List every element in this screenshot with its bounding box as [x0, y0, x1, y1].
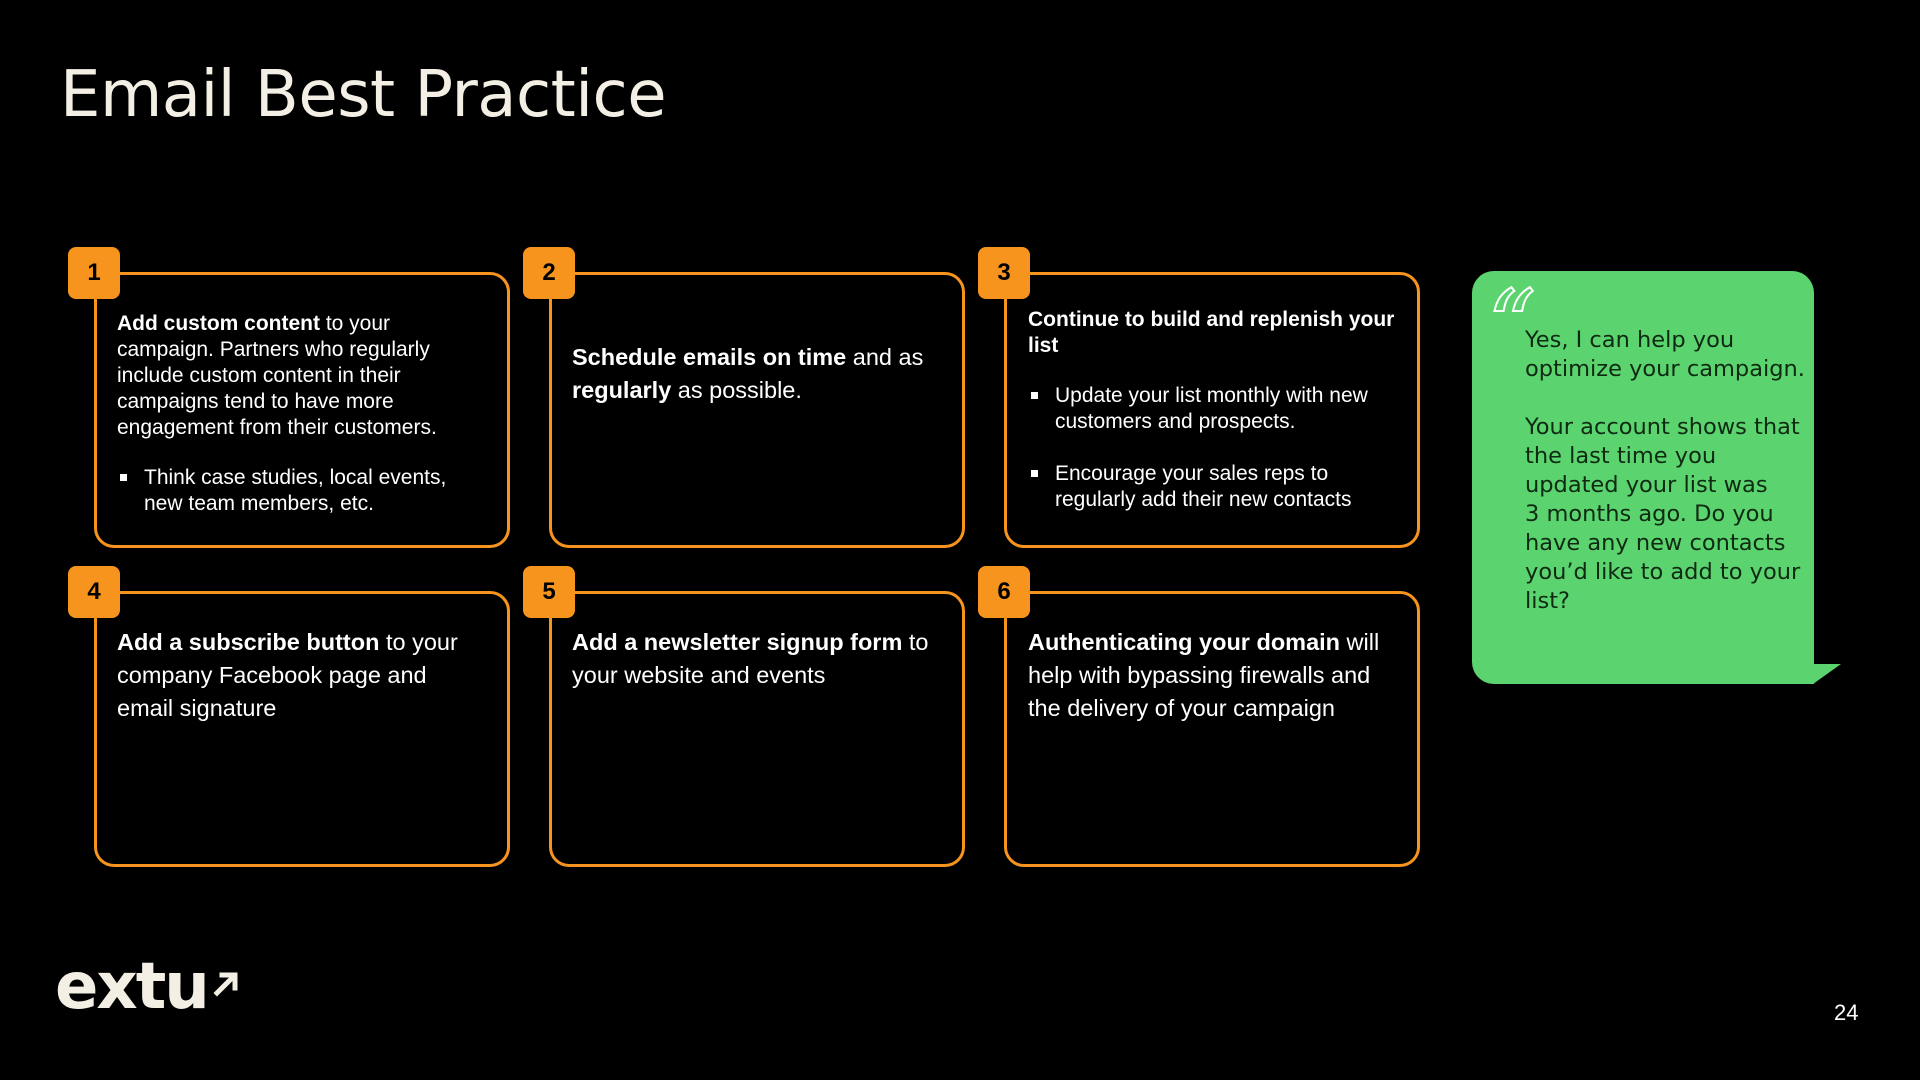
- card-1-bullet-1: Think case studies, local events, new te…: [117, 465, 489, 517]
- card-3-bullets: Update your list monthly with new custom…: [1028, 383, 1399, 513]
- card-6: Authenticating your domain will help wit…: [1004, 591, 1420, 867]
- chat-bubble-paragraph-2: Your account shows that the last time yo…: [1525, 414, 1801, 614]
- card-1: Add custom content to your campaign. Par…: [94, 272, 510, 548]
- card-2-text: and as: [846, 344, 924, 370]
- card-2-bold-2: regularly: [572, 377, 672, 403]
- card-2-bold: Schedule emails on time: [572, 344, 847, 370]
- card-5-text: to your website and events: [572, 629, 929, 688]
- card-3: Continue to build and replenish your lis…: [1004, 272, 1420, 548]
- card-6-number-badge: 6: [978, 566, 1030, 618]
- chat-bubble-text: Yes, I can help you optimize your campai…: [1525, 326, 1815, 616]
- page-number: 24: [1834, 1000, 1859, 1025]
- card-1-bullets: Think case studies, local events, new te…: [117, 465, 489, 517]
- card-6-body: Authenticating your domain will help wit…: [1028, 626, 1399, 725]
- chat-bubble: [1472, 271, 1814, 684]
- card-5-number-badge: 5: [523, 566, 575, 618]
- chat-bubble-tail: [1813, 664, 1841, 684]
- card-4-bold: Add a subscribe button: [117, 629, 380, 655]
- card-6-text: will help with bypassing firewalls and t…: [1028, 629, 1380, 721]
- card-6-bold: Authenticating your domain: [1028, 629, 1341, 655]
- card-5-body: Add a newsletter signup form to your web…: [572, 626, 944, 692]
- card-1-bold: Add custom content: [117, 312, 320, 335]
- arrow-up-right-icon: [213, 972, 238, 997]
- card-3-bullet-1: Update your list monthly with new custom…: [1028, 383, 1399, 435]
- card-4-body: Add a subscribe button to your company F…: [117, 626, 489, 725]
- card-4-text: to your company Facebook page and email …: [117, 629, 458, 721]
- card-1-body: Add custom content to your campaign. Par…: [117, 311, 489, 517]
- card-2-number-badge: 2: [523, 247, 575, 299]
- card-3-number-badge: 3: [978, 247, 1030, 299]
- card-3-heading: Continue to build and replenish your lis…: [1028, 308, 1395, 357]
- card-2: Schedule emails on time and as regularly…: [549, 272, 965, 548]
- card-1-text: to your campaign. Partners who regularly…: [117, 312, 437, 439]
- card-4-number-badge: 4: [68, 566, 120, 618]
- quote-icon: “: [1486, 270, 1537, 382]
- card-3-body: Continue to build and replenish your lis…: [1028, 307, 1399, 513]
- card-2-text-2: as possible.: [671, 377, 802, 403]
- extu-logo: extu: [55, 950, 210, 1024]
- slide-title: Email Best Practice: [60, 58, 667, 132]
- chat-bubble-paragraph-1: Yes, I can help you optimize your campai…: [1525, 327, 1805, 382]
- card-2-body: Schedule emails on time and as regularly…: [572, 341, 944, 407]
- card-5-bold: Add a newsletter signup form: [572, 629, 903, 655]
- card-3-bullet-2: Encourage your sales reps to regularly a…: [1028, 461, 1399, 513]
- card-4: Add a subscribe button to your company F…: [94, 591, 510, 867]
- card-1-number-badge: 1: [68, 247, 120, 299]
- card-5: Add a newsletter signup form to your web…: [549, 591, 965, 867]
